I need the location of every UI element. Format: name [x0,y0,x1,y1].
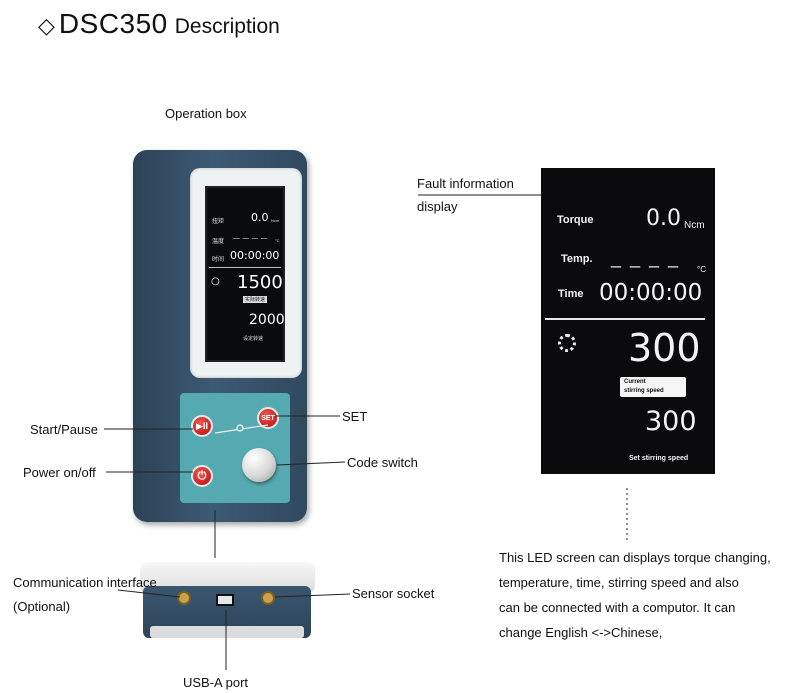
mini-temp-unit: °C [275,238,280,243]
mini-refresh-icon: ○ [211,276,220,287]
page-title: ◇ DSC350 Description [38,8,280,44]
description-line: change English <->Chinese, [499,625,663,640]
led-screen: Torque 0.0 Ncm Temp. _ _ _ _ °C Time 00:… [541,168,715,474]
sensor-socket [261,591,275,605]
description-paragraph: This LED screen can displays torque chan… [499,545,799,645]
panel-node [236,424,244,432]
description-line: temperature, time, stirring speed and al… [499,575,739,590]
label-code-switch: Code switch [347,455,418,470]
title-subtitle: Description [174,15,280,38]
operation-box-caption: Operation box [165,106,247,121]
leader-communication [117,589,181,598]
model-name: DSC350 [58,8,168,39]
refresh-icon [558,334,576,352]
mini-torque-label: 扭矩 [212,219,225,225]
communication-socket [177,591,191,605]
leader-sensor [274,593,351,598]
label-fault-line1: Fault information [417,176,514,191]
led-divider [545,318,705,320]
mini-current-speed-tag: 实际转速 [243,296,268,303]
led-time-label: Time [558,288,584,300]
base-foot [150,626,304,638]
mini-time-label: 时间 [212,257,225,263]
mini-torque-unit: Ncm [271,218,280,223]
power-button[interactable]: ⏻ [191,465,213,487]
led-current-speed: 300 [628,326,701,370]
led-temp-value: _ _ _ _ [611,248,681,268]
control-panel: ▶II SET ⏻ [180,393,290,503]
led-torque-value: 0.0 [646,206,681,231]
mini-torque-value: 0.0 [251,211,269,224]
set-button[interactable]: SET [257,407,279,429]
diamond-icon: ◇ [38,14,55,39]
code-switch-knob[interactable] [242,448,276,482]
mini-current-speed: 1500 [237,272,283,293]
mini-set-speed-tag: 设定转速 [243,336,264,342]
label-start-pause: Start/Pause [30,422,98,437]
label-optional: (Optional) [13,599,71,614]
description-line: This LED screen can displays torque chan… [499,550,771,565]
label-fault-line2: display [417,199,458,214]
led-torque-label: Torque [557,214,594,226]
led-set-speed-tag: Set stirring speed [629,455,689,462]
label-usb-port: USB-A port [183,675,249,690]
label-power: Power on/off [23,465,96,480]
leader-code-switch [276,461,346,466]
start-pause-button[interactable]: ▶II [191,415,213,437]
led-torque-unit: Ncm [684,220,705,231]
mini-temp-label: 温度 [212,239,225,245]
led-temp-unit: °C [697,265,706,274]
label-communication: Communication interface [13,575,157,590]
mini-temp-value: — — — — [233,234,268,242]
label-set: SET [342,409,368,424]
mini-divider [209,267,281,268]
description-line: can be connected with a computor. It can [499,600,736,615]
label-sensor-socket: Sensor socket [352,586,435,601]
usb-a-port [216,594,234,606]
device-screen: 扭矩 0.0 Ncm 温度 — — — — °C 时间 00:00:00 ○ 1… [205,186,285,362]
led-temp-label: Temp. [561,253,593,265]
led-set-speed: 300 [645,406,697,437]
led-current-speed-tag: Current stirring speed [620,377,686,397]
mini-time-value: 00:00:00 [230,249,280,262]
mini-set-speed: 2000 [249,312,285,328]
led-time-value: 00:00:00 [599,280,703,306]
